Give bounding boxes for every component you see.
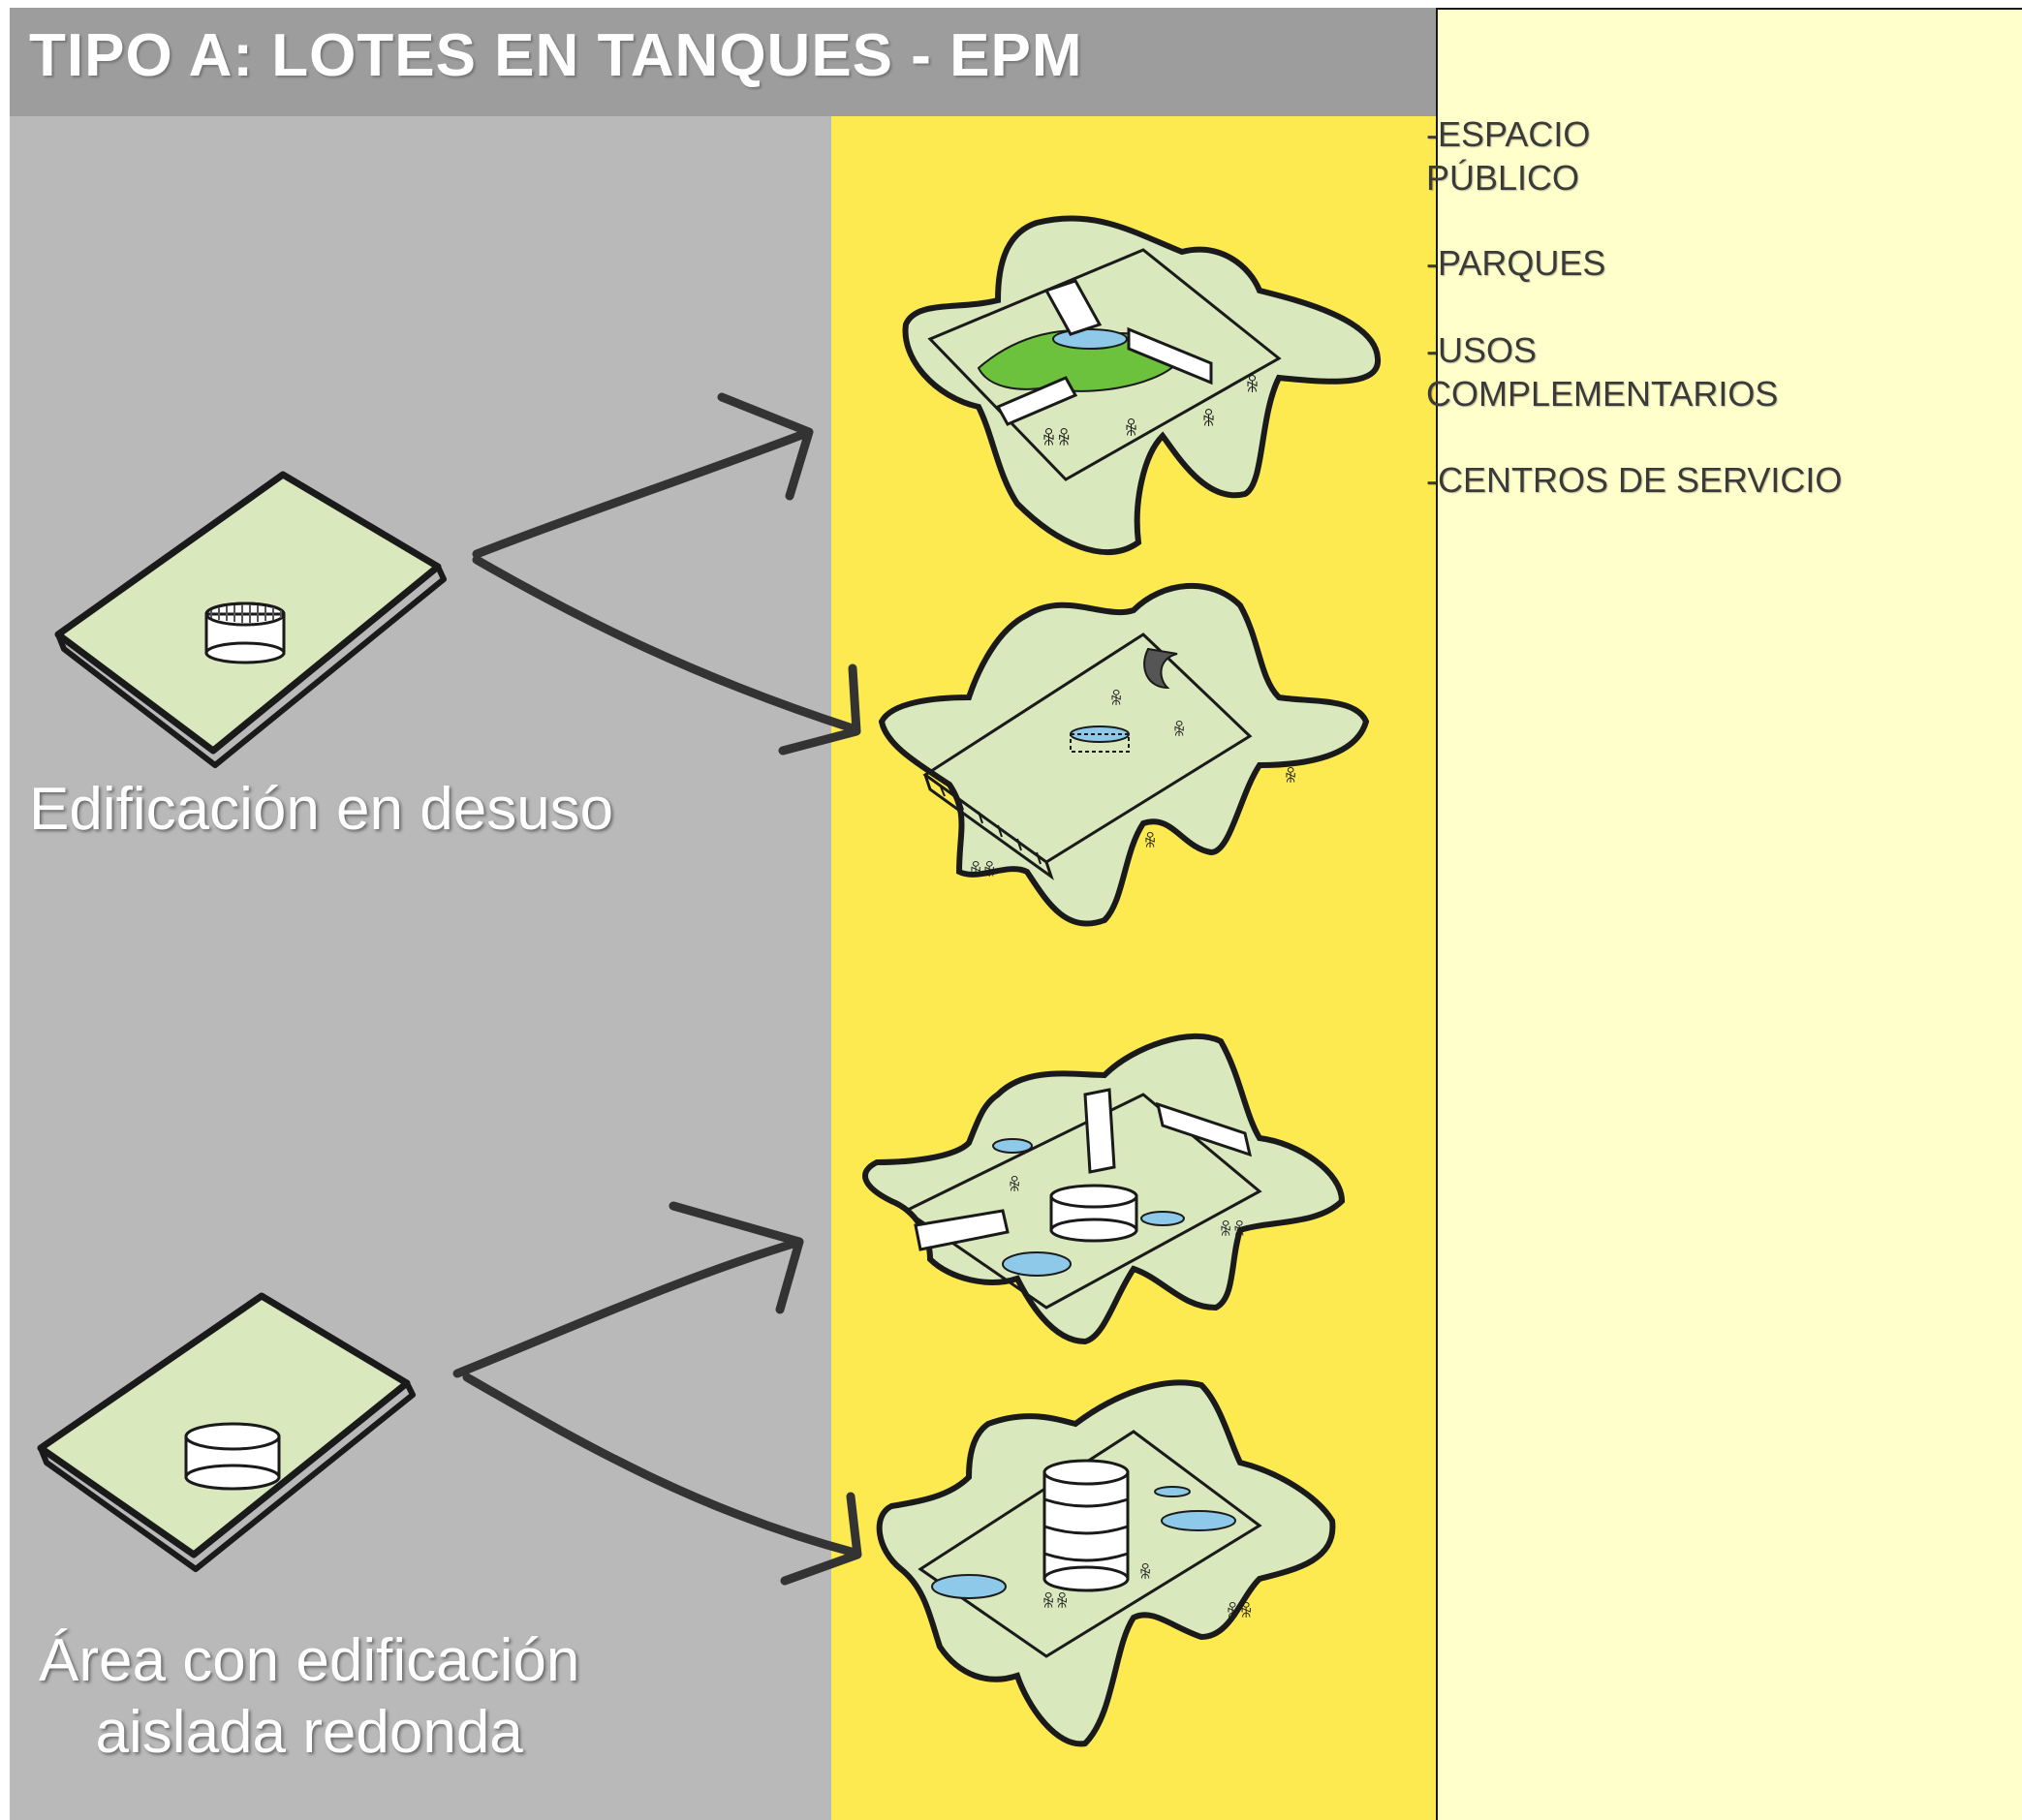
list-item-parques: -PARQUES <box>1426 241 1605 285</box>
arrows-bottom <box>452 1201 862 1586</box>
arrows-top <box>472 392 861 756</box>
title-bar: TIPO A: LOTES EN TANQUES - EPM <box>10 8 1436 116</box>
list-item-espacio-publico: -ESPACIO PÚBLICO <box>1426 112 1590 200</box>
list-item-centros-de-servicio: -CENTROS DE SERVICIO <box>1426 458 1842 502</box>
proposal-sketch-2: ꆜ ꆜ ꆜ ꆜꆜ ꆜ <box>878 583 1370 927</box>
svg-text:ꆜꆜ: ꆜꆜ <box>1226 1602 1253 1622</box>
list-item-text: -USOS <box>1426 330 1538 370</box>
svg-text:ꆜ: ꆜ <box>1172 721 1186 741</box>
caption-round-building-line1: Área con edificación <box>39 1627 580 1694</box>
svg-text:ꆜ: ꆜ <box>1143 832 1157 852</box>
svg-text:ꆜ: ꆜ <box>1138 1563 1152 1584</box>
svg-text:ꆜ: ꆜ <box>1245 374 1260 397</box>
lot-sketch-top <box>54 471 447 768</box>
list-item-usos-complementarios: -USOS COMPLEMENTARIOS <box>1426 328 1778 416</box>
svg-text:ꆜ: ꆜ <box>1124 417 1139 441</box>
lot-sketch-bottom <box>37 1292 416 1572</box>
svg-text:ꆜꆜ: ꆜꆜ <box>969 861 996 881</box>
svg-text:ꆜꆜ: ꆜꆜ <box>1042 427 1072 450</box>
proposal-sketch-3: ꆜ ꆜꆜ <box>862 1033 1346 1345</box>
proposal-sketch-1: ꆜꆜ ꆜ ꆜ ꆜ <box>902 215 1382 555</box>
svg-text:ꆜ: ꆜ <box>1109 690 1123 710</box>
list-item-text: COMPLEMENTARIOS <box>1426 374 1779 414</box>
svg-text:ꆜ: ꆜ <box>1201 408 1217 431</box>
svg-text:ꆜꆜ: ꆜꆜ <box>1219 1220 1246 1241</box>
list-item-text: -PARQUES <box>1426 243 1606 283</box>
list-item-text: PÚBLICO <box>1426 158 1580 198</box>
caption-unused-building: Edificación en desuso <box>29 776 614 843</box>
page-title: TIPO A: LOTES EN TANQUES - EPM <box>29 22 1083 89</box>
uses-list-panel <box>1436 8 2022 1820</box>
list-item-text: -CENTROS DE SERVICIO <box>1426 460 1843 500</box>
round-building-icon <box>184 1422 281 1491</box>
list-item-text: -ESPACIO <box>1426 114 1591 154</box>
svg-text:ꆜ: ꆜ <box>1008 1176 1021 1196</box>
tank-icon <box>204 602 286 664</box>
caption-round-building: Área con edificación aislada redonda <box>39 1625 579 1769</box>
caption-round-building-line2: aislada redonda <box>95 1699 523 1766</box>
svg-text:ꆜꆜ: ꆜꆜ <box>1042 1592 1069 1613</box>
svg-text:ꆜ: ꆜ <box>1284 767 1297 787</box>
proposal-sketch-4: ꆜꆜ ꆜ ꆜꆜ <box>876 1379 1336 1747</box>
